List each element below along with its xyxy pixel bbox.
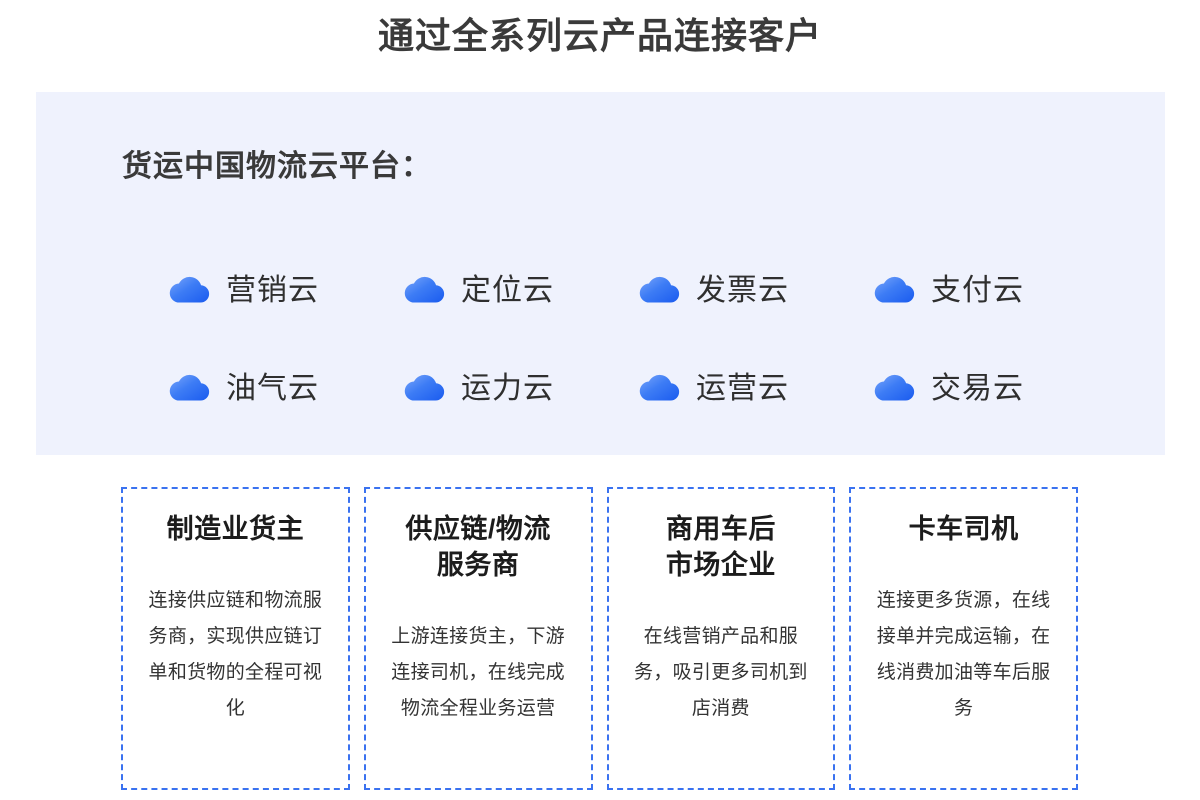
- audience-card[interactable]: 供应链/物流 服务商 上游连接货主，下游连接司机，在线完成物流全程业务运营: [363, 487, 593, 790]
- cloud-service-label: 运营云: [696, 372, 789, 405]
- page-title: 通过全系列云产品连接客户: [377, 15, 822, 56]
- cloud-icon: [871, 268, 917, 314]
- platform-panel: 货运中国物流云平台： 营销云: [36, 92, 1165, 455]
- audience-card[interactable]: 商用车后 市场企业 在线营销产品和服务，吸引更多司机到店消费: [606, 487, 836, 790]
- audience-card-body: 连接供应链和物流服务商，实现供应链订单和货物的全程可视化: [148, 590, 323, 719]
- cloud-service-item[interactable]: 支付云: [871, 260, 1106, 322]
- cloud-icon: [401, 268, 447, 314]
- cloud-service-label: 支付云: [931, 274, 1024, 307]
- cloud-icon: [166, 366, 212, 412]
- audience-card-title: 供应链/物流 服务商: [405, 514, 551, 580]
- audience-card[interactable]: 卡车司机 连接更多货源，在线接单并完成运输，在线消费加油等车后服务: [849, 487, 1078, 790]
- cloud-service-item[interactable]: 定位云: [401, 260, 636, 322]
- cloud-service-item[interactable]: 运营云: [636, 358, 871, 420]
- cloud-service-item[interactable]: 营销云: [166, 260, 401, 322]
- cloud-icon: [636, 366, 682, 412]
- cloud-service-label: 油气云: [226, 372, 319, 405]
- audience-card-title: 商用车后 市场企业: [665, 514, 776, 580]
- cloud-service-item[interactable]: 油气云: [166, 358, 401, 420]
- audience-card-title: 卡车司机: [908, 514, 1019, 544]
- cloud-service-label: 运力云: [461, 372, 554, 405]
- cloud-service-label: 交易云: [931, 372, 1024, 405]
- audience-card-body: 在线营销产品和服务，吸引更多司机到店消费: [634, 626, 808, 719]
- audience-card-body: 上游连接货主，下游连接司机，在线完成物流全程业务运营: [391, 626, 565, 719]
- audience-cards-row: 制造业货主 连接供应链和物流服务商，实现供应链订单和货物的全程可视化 供应链/物…: [121, 487, 1078, 790]
- cloud-icon: [166, 268, 212, 314]
- cloud-service-item[interactable]: 发票云: [636, 260, 871, 322]
- cloud-service-grid: 营销云 定位云 发票云: [166, 260, 1106, 420]
- cloud-icon: [871, 366, 917, 412]
- cloud-icon: [636, 268, 682, 314]
- cloud-service-item[interactable]: 运力云: [401, 358, 636, 420]
- audience-card[interactable]: 制造业货主 连接供应链和物流服务商，实现供应链订单和货物的全程可视化: [121, 487, 350, 790]
- audience-card-body: 连接更多货源，在线接单并完成运输，在线消费加油等车后服务: [876, 590, 1051, 719]
- audience-card-title: 制造业货主: [166, 514, 305, 544]
- cloud-service-label: 定位云: [461, 274, 554, 307]
- cloud-service-label: 营销云: [226, 274, 319, 307]
- cloud-service-item[interactable]: 交易云: [871, 358, 1106, 420]
- platform-heading: 货运中国物流云平台：: [122, 150, 432, 183]
- cloud-icon: [401, 366, 447, 412]
- cloud-service-label: 发票云: [696, 274, 789, 307]
